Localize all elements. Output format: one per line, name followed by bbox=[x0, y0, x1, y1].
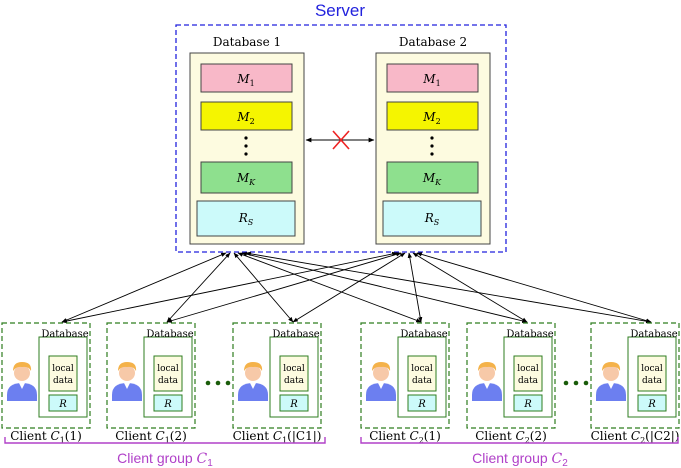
client-repository-box bbox=[513, 394, 543, 412]
local-data-label: data bbox=[412, 376, 433, 386]
svg-text:RS: RS bbox=[424, 211, 440, 227]
local-data-box bbox=[513, 355, 543, 392]
svg-text:RS: RS bbox=[238, 211, 254, 227]
local-data-label: local bbox=[157, 364, 179, 374]
model-k-box bbox=[200, 161, 293, 194]
client-avatar-icon bbox=[472, 362, 502, 401]
client-label: Client C2(|C2|) bbox=[591, 429, 680, 445]
connection-arrow-11 bbox=[245, 251, 652, 324]
local-data-box bbox=[637, 355, 667, 392]
client-repository-label: R bbox=[58, 399, 67, 410]
local-data-box bbox=[407, 355, 437, 392]
local-data-label: local bbox=[52, 364, 74, 374]
client-label: Client C2(2) bbox=[475, 429, 547, 445]
client-database-title: Database bbox=[506, 329, 553, 340]
client-label: Client C1(1) bbox=[10, 429, 82, 445]
connection-arrow-12 bbox=[416, 252, 652, 323]
local-data-label: local bbox=[641, 364, 663, 374]
svg-text:M1: M1 bbox=[236, 72, 254, 88]
connection-arrow-10 bbox=[412, 252, 528, 323]
local-data-box bbox=[153, 355, 183, 392]
client-repository-box bbox=[279, 394, 309, 412]
client-database-title: Database bbox=[146, 329, 193, 340]
connection-arrow-6 bbox=[292, 252, 406, 323]
server-database-2: Database 2 M1 M2 MK RS bbox=[375, 35, 491, 245]
local-data-label: local bbox=[411, 364, 433, 374]
client-database-title: Database bbox=[41, 329, 88, 340]
client-label: Client C1(2) bbox=[115, 429, 187, 445]
client-repository-label: R bbox=[289, 399, 298, 410]
local-data-label: data bbox=[518, 376, 539, 386]
connection-arrow-2 bbox=[61, 251, 398, 324]
repository-box bbox=[382, 200, 482, 237]
client-avatar-icon bbox=[366, 362, 396, 401]
connection-arrows bbox=[61, 251, 652, 324]
svg-text:MK: MK bbox=[422, 171, 442, 187]
database-2-title: Database 2 bbox=[399, 35, 467, 49]
connection-arrow-3 bbox=[166, 252, 231, 323]
client-avatar-icon bbox=[596, 362, 626, 401]
group-1-label: Client group C1 bbox=[117, 450, 213, 468]
client-database-title: Database bbox=[272, 329, 319, 340]
model-2-box bbox=[200, 101, 293, 131]
client-avatar-icon bbox=[112, 362, 142, 401]
client-repository-label: R bbox=[647, 399, 656, 410]
svg-text:M1: M1 bbox=[422, 72, 440, 88]
local-data-label: data bbox=[53, 376, 74, 386]
model-1-box bbox=[386, 63, 479, 93]
client-repository-box bbox=[407, 394, 437, 412]
repository-box bbox=[196, 200, 296, 237]
client-repository-box bbox=[637, 394, 667, 412]
local-data-label: local bbox=[283, 364, 305, 374]
svg-text:M2: M2 bbox=[422, 110, 440, 126]
client-repository-box bbox=[48, 394, 78, 412]
connection-arrow-8 bbox=[407, 252, 423, 323]
group-2-brace bbox=[360, 437, 679, 444]
ellipsis-group-2 bbox=[563, 380, 589, 386]
blocked-cross-icon bbox=[332, 130, 350, 150]
local-data-label: data bbox=[284, 376, 305, 386]
local-data-label: data bbox=[158, 376, 179, 386]
client-label: Client C2(1) bbox=[369, 429, 441, 445]
ellipsis-group-1 bbox=[205, 380, 231, 386]
group-2-label: Client group C2 bbox=[472, 450, 568, 468]
client-repository-label: R bbox=[163, 399, 172, 410]
model-1-box bbox=[200, 63, 293, 93]
database-1-title: Database 1 bbox=[213, 35, 281, 49]
server-title: Server bbox=[315, 1, 365, 20]
server-database-1: Database 1 M1 M2 MK RS bbox=[189, 35, 305, 245]
group-1-brace bbox=[4, 437, 326, 444]
client-repository-label: R bbox=[417, 399, 426, 410]
connection-arrow-7 bbox=[237, 252, 422, 323]
client-avatar-icon bbox=[7, 362, 37, 401]
local-data-label: local bbox=[517, 364, 539, 374]
client-repository-box bbox=[153, 394, 183, 412]
local-data-label: data bbox=[642, 376, 663, 386]
client-label: Client C1(|C1|) bbox=[233, 429, 322, 445]
local-data-box bbox=[279, 355, 309, 392]
client-avatar-icon bbox=[238, 362, 268, 401]
client-database-title: Database bbox=[630, 329, 677, 340]
local-data-box bbox=[48, 355, 78, 392]
model-k-box bbox=[386, 161, 479, 194]
svg-text:MK: MK bbox=[236, 171, 256, 187]
client-repository-label: R bbox=[523, 399, 532, 410]
svg-text:M2: M2 bbox=[236, 110, 254, 126]
client-database-title: Database bbox=[400, 329, 447, 340]
model-2-box bbox=[386, 101, 479, 131]
